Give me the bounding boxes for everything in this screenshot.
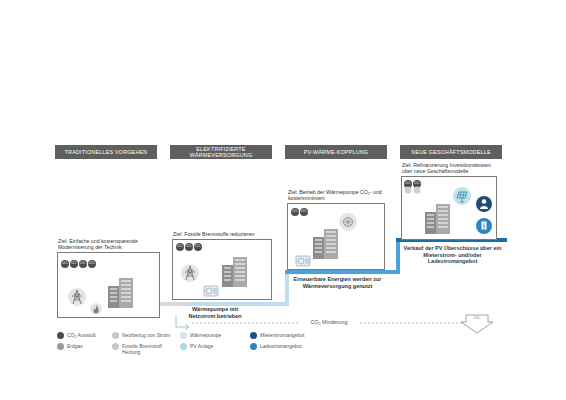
legend-swatch: [250, 332, 257, 339]
reduction-start-arrow: [185, 324, 189, 330]
phase-box: Ziel: Einfache und kostensparende Modern…: [57, 252, 160, 318]
building-icon: [425, 204, 450, 234]
goal-text: Ziel: Betrieb der Wärmepumpe CO₂- und ko…: [288, 189, 384, 201]
reduction-label: CO₂ Minderung: [300, 319, 358, 325]
small-grey-icon: [405, 187, 412, 194]
legend-swatch: [112, 332, 119, 339]
phase-header-text: NEUE GESCHÄFTSMODELLE: [408, 149, 493, 155]
small-grey-icon: [414, 187, 421, 194]
legend-swatch: [180, 343, 187, 350]
legend-swatch: [57, 343, 64, 350]
co2-text: CO₂: [195, 245, 201, 248]
legend-text: Netzbezug von Strom: [122, 332, 174, 338]
co2-circle: CO₂: [79, 260, 87, 268]
heat-pump-icon: [204, 286, 218, 296]
flame-icon: [90, 303, 102, 315]
co2-circle: CO₂: [185, 243, 193, 251]
legend-text: PV Anlage: [190, 343, 242, 349]
step-note: Erneuerbare Energien werden zur Wärmever…: [290, 276, 385, 289]
staircase-step: [160, 302, 190, 306]
building-icon: [108, 278, 133, 308]
legend-entry: Netzbezug von Strom: [112, 332, 174, 339]
legend-text: Ladestromangebot: [260, 343, 312, 349]
reduction-down-arrow: [461, 315, 493, 333]
phase-box: Ziel: Betrieb der Wärmepumpe CO₂- und ko…: [287, 203, 385, 270]
co2-text: CO₂: [80, 262, 86, 265]
co2-circle: CO₂: [413, 180, 421, 188]
phase-box: Ziel: Fossile Brennstoffe reduzierenCO₂C…: [172, 239, 272, 300]
phase-box: Ziel: Refinanzierung Investitionskosten …: [401, 176, 497, 240]
legend-swatch: [250, 343, 257, 350]
co2-circle: CO₂: [70, 260, 78, 268]
phase-header-text: ELEKTRIFIZIERTE WÄRMEVERSORGUNG: [170, 146, 272, 158]
legend-entry: Fossile Brennstoff Heizung: [112, 343, 174, 355]
step-note: Verkauf der PV Überschüsse über ein Miet…: [400, 245, 505, 265]
co2-text: CO₂: [71, 262, 77, 265]
co2-circle: CO₂: [194, 243, 202, 251]
legend-text: Wärmepumpe: [190, 332, 242, 338]
co2-text: CO₂: [62, 262, 68, 265]
phase-header-text: PV-WÄRME-KOPPLUNG: [301, 149, 372, 155]
co2-circle: CO₂: [88, 260, 96, 268]
co2-text: CO₂: [292, 210, 298, 213]
co2-circle: CO₂: [176, 243, 184, 251]
co2-circle: CO₂: [404, 180, 412, 188]
co2-circle: CO₂: [300, 208, 308, 216]
co2-text: CO₂: [405, 182, 411, 185]
co2-circle: CO₂: [61, 260, 69, 268]
grid-pylon-icon: [68, 288, 86, 306]
legend-entry: Erdgas: [57, 343, 119, 350]
legend-text: Fossile Brennstoff Heizung: [122, 343, 174, 355]
legend-entry: PV Anlage: [180, 343, 242, 350]
phase-header-band: TRADITIONELLES VORGEHEN: [55, 145, 157, 159]
pv-icon: [453, 187, 471, 205]
phase-header-band: NEUE GESCHÄFTSMODELLE: [400, 145, 502, 159]
co2-circle: CO₂: [291, 208, 299, 216]
legend-swatch: [57, 332, 64, 339]
co2-text: CO₂: [186, 245, 192, 248]
legend-text: Mieterstromangebot: [260, 332, 312, 338]
charging-icon: [476, 218, 492, 234]
legend-swatch: [112, 343, 119, 350]
building-icon: [313, 229, 338, 259]
heat-pump-icon: [296, 256, 310, 266]
goal-text: Ziel: Fossile Brennstoffe reduzieren: [173, 231, 271, 237]
co2-text: CO₂: [414, 182, 420, 185]
legend-entry: Mieterstromangebot: [250, 332, 312, 339]
goal-text: Ziel: Einfache und kostensparende Modern…: [58, 238, 159, 250]
phase-header-text: TRADITIONELLES VORGEHEN: [62, 149, 151, 155]
legend-swatch: [180, 332, 187, 339]
tenant-power-icon: [476, 196, 492, 212]
step-note: Wärmepumpe mit Netzstrom betrieben: [183, 306, 247, 319]
phase-header-band: PV-WÄRME-KOPPLUNG: [285, 145, 387, 159]
goal-text: Ziel: Refinanzierung Investitionskosten …: [402, 162, 496, 174]
legend-entry: Wärmepumpe: [180, 332, 242, 339]
co2-text: CO₂: [89, 262, 95, 265]
heat-pump-circle-icon: [339, 213, 357, 231]
legend-entry: Ladestromangebot: [250, 343, 312, 350]
building-icon: [222, 257, 247, 287]
phase-header-band: ELEKTRIFIZIERTE WÄRMEVERSORGUNG: [170, 145, 272, 159]
arrow-co2-label: CO₂: [468, 316, 486, 320]
grid-pylon-icon: [181, 264, 199, 282]
co2-text: CO₂: [177, 245, 183, 248]
legend-entry: CO₂ Ausstoß: [57, 332, 119, 339]
co2-text: CO₂: [301, 210, 307, 213]
